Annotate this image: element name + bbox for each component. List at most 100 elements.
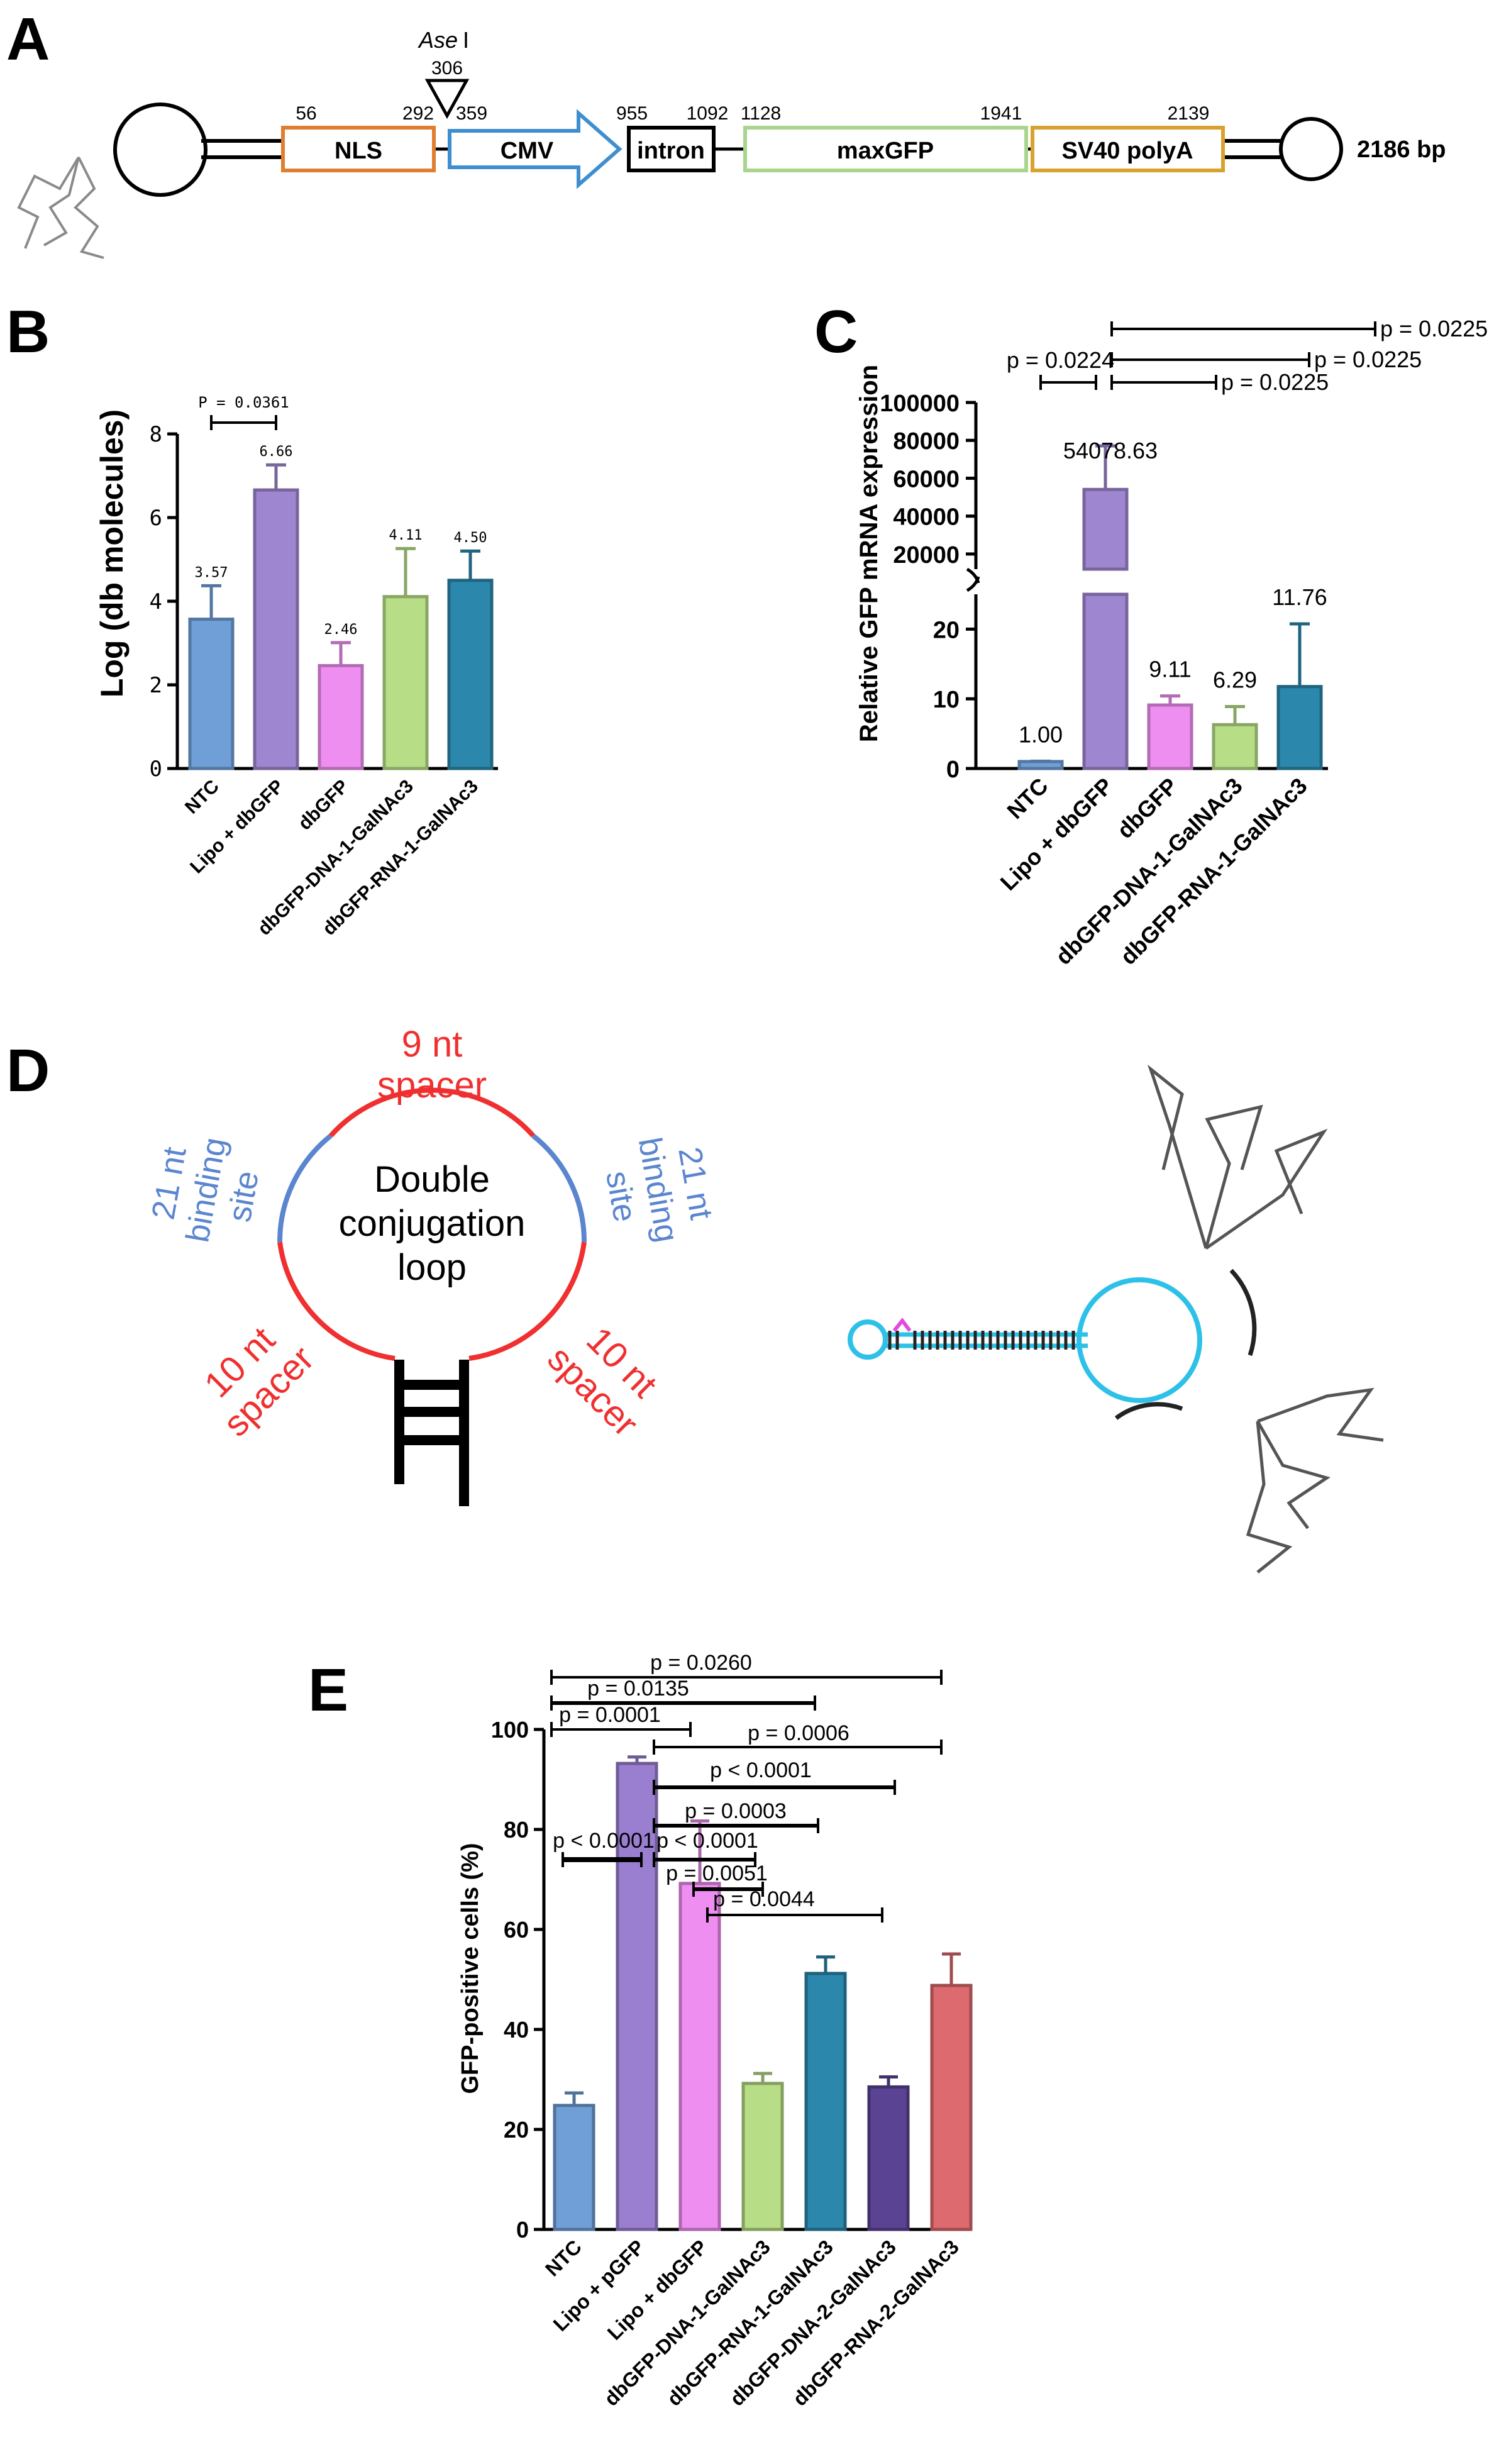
panel-a: A NLS 56 292 CMV 359 Ase I 306 (6, 6, 1446, 259)
significance-label: p = 0.0225 (1380, 316, 1488, 341)
intron-label: intron (637, 138, 705, 164)
value-label: 4.50 (454, 530, 487, 546)
sv40-label: SV40 polyA (1061, 138, 1193, 164)
category-label: dbGFP (294, 776, 353, 835)
value-label: 6.29 (1213, 667, 1257, 692)
y-tick-label: 100000 (880, 391, 960, 417)
significance-label: p < 0.0001 (553, 1829, 655, 1853)
significance-label: p = 0.0044 (713, 1887, 815, 1911)
y-tick-label: 8 (150, 422, 162, 447)
y-tick-label: 60000 (893, 466, 960, 492)
bar (1017, 760, 1064, 770)
left-hairpin-loop (113, 103, 208, 197)
cmv-arrow (448, 109, 622, 189)
significance-label: p = 0.0001 (559, 1703, 661, 1727)
galnac-ligand-icon (17, 156, 104, 259)
significance-label: p = 0.0006 (748, 1721, 849, 1745)
asei-position: 306 (431, 58, 463, 79)
small-hairpin-loop (848, 1319, 888, 1360)
bar (804, 1972, 847, 2231)
y-tick-label: 2 (150, 673, 162, 698)
nick-marker (892, 1318, 912, 1332)
ligand-arc-upper (1229, 1268, 1257, 1357)
intron-start: 955 (616, 103, 648, 124)
value-label: 54078.63 (1063, 438, 1158, 463)
bar (867, 2085, 910, 2231)
significance-label: p = 0.0051 (666, 1862, 768, 1885)
intron-box (627, 126, 716, 172)
panel-label-b: B (6, 298, 50, 365)
category-label: NTC (1002, 773, 1053, 824)
top-spacer-length: 9 nt (402, 1024, 463, 1065)
bar (553, 2104, 595, 2231)
nls-box (281, 126, 436, 172)
bar (382, 595, 429, 770)
category-label: Lipo + dbGFP (995, 773, 1118, 896)
y-tick-label: 80000 (893, 428, 960, 455)
maxgfp-end: 1941 (980, 103, 1022, 124)
significance-label: p = 0.0135 (587, 1677, 689, 1701)
y-tick-label: 40000 (893, 504, 960, 531)
chart-e-ylabel: GFP-positive cells (%) (457, 1843, 484, 2094)
panel-label-c: C (814, 298, 858, 365)
significance-label: p < 0.0001 (710, 1758, 812, 1782)
y-tick-label: 10 (933, 687, 960, 713)
bar (930, 1984, 973, 2231)
panel-label-a: A (6, 6, 50, 73)
asei-site-marker (424, 79, 470, 119)
nls-label: NLS (335, 138, 382, 164)
loop-center-line2: conjugation (339, 1203, 526, 1244)
sv40-end: 2139 (1168, 103, 1210, 124)
panel-c: C Relative GFP mRNA expression 010202000… (814, 298, 1488, 970)
value-label: 6.66 (260, 444, 293, 460)
significance-label: p = 0.0260 (650, 1651, 752, 1675)
significance-label: P = 0.0361 (198, 394, 289, 411)
nls-end: 292 (402, 103, 434, 124)
asei-suffix: I (463, 27, 469, 53)
y-tick-label: 20000 (893, 542, 960, 569)
large-loop (1076, 1277, 1202, 1403)
loop-center-line1: Double (374, 1159, 490, 1200)
intron-end: 1092 (687, 103, 729, 124)
y-tick-label: 80 (504, 1817, 529, 1843)
ligand-arc-lower (1114, 1402, 1183, 1420)
significance-label: p < 0.0001 (656, 1829, 758, 1853)
plasmid-size: 2186 bp (1357, 136, 1446, 163)
significance-label: p = 0.0224 (1007, 347, 1114, 373)
significance-label: p = 0.0225 (1221, 369, 1329, 395)
loop-right-spacer-arc (468, 1241, 587, 1361)
bar-lower (1082, 592, 1129, 770)
significance-label: p = 0.0003 (685, 1799, 787, 1823)
bar (616, 1762, 658, 2231)
bar-upper (1082, 487, 1129, 571)
cmv-label: CMV (501, 138, 554, 164)
y-tick-label: 6 (150, 506, 162, 531)
panel-label-d: D (6, 1037, 50, 1104)
asei-name: Ase (418, 27, 458, 53)
y-tick-label: 20 (504, 2117, 529, 2143)
galnac-cluster-icon (1147, 1064, 1384, 1573)
y-tick-label: 4 (150, 589, 162, 614)
y-tick-label: 60 (504, 1917, 529, 1943)
sv40-box (1031, 126, 1225, 172)
panel-label-e: E (308, 1657, 348, 1724)
cmv-start: 359 (456, 103, 487, 124)
category-label: NTC (181, 776, 223, 818)
loop-center-line3: loop (397, 1247, 467, 1288)
y-tick-label: 0 (946, 757, 960, 783)
bar (1212, 723, 1258, 770)
top-spacer-word: spacer (377, 1065, 487, 1106)
category-label: NTC (541, 2235, 586, 2280)
bar (188, 618, 235, 770)
value-label: 9.11 (1149, 657, 1191, 682)
base-pairs (888, 1331, 1075, 1350)
bar (1276, 685, 1323, 770)
bar (318, 663, 364, 770)
axis-break-mark (966, 576, 980, 592)
loop-top-spacer-arc (329, 1087, 535, 1138)
significance-label: p = 0.0225 (1314, 347, 1422, 372)
right-binding-line3: site (599, 1168, 643, 1225)
